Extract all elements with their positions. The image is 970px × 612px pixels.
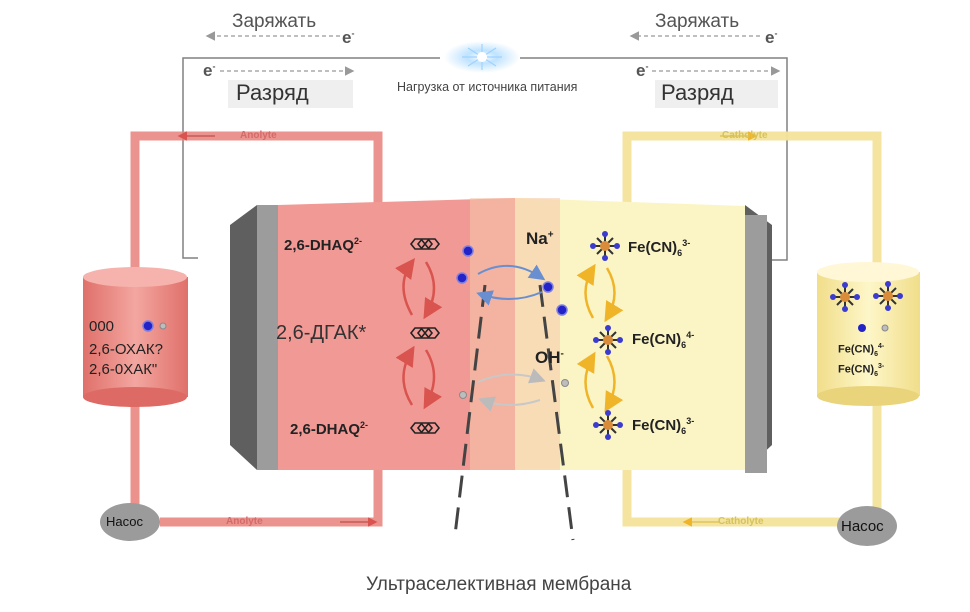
catholyte-label-bottom: Catholyte (718, 516, 764, 527)
cathode-species-middle: Fe(CN)64- (632, 330, 695, 350)
anolyte-tank-line2: 2,6-ОХАК? (89, 341, 163, 358)
anolyte-tank-line1: 000 (89, 318, 115, 335)
electron-label-charge-right: e- (765, 28, 778, 47)
anolyte-tank (83, 267, 188, 407)
sodium-ions (456, 245, 568, 316)
sodium-arrow-left (476, 290, 543, 306)
power-load-icon (444, 41, 520, 73)
anolyte-pump (100, 503, 160, 541)
hydroxide-ions (459, 379, 569, 399)
catholyte-pipe-arrows (682, 131, 758, 527)
catholyte-label-top: Catholyte (722, 130, 768, 141)
membrane-caption: Ультраселективная мембрана (366, 574, 632, 595)
ferricyanide-icons (590, 231, 623, 440)
anolyte-half-cell (278, 198, 515, 470)
membrane-line-left (453, 284, 487, 536)
power-load-label: Нагрузка от источника питания (397, 80, 578, 94)
cathode-plate (745, 215, 767, 473)
cathode-species-top: Fe(CN)63- (628, 238, 691, 258)
discharge-label-left: Разряд (236, 80, 309, 105)
anolyte-tank-ion-icons (142, 320, 167, 332)
anolyte-label-top: Anolyte (240, 130, 277, 141)
anode-plate (257, 205, 278, 470)
catholyte-pump-label: Насос (841, 518, 884, 535)
anolyte-pipes (130, 131, 383, 527)
charge-label-right: Заряжать (655, 11, 740, 32)
catholyte-tank (817, 262, 920, 406)
catholyte-tank-icons (830, 281, 903, 332)
anode-species-top: 2,6-DHAQ2- (284, 236, 363, 254)
membrane-line-right (538, 284, 575, 541)
external-circuit (182, 57, 788, 261)
sodium-arrow-right (477, 264, 546, 281)
anode-species-bottom: 2,6-DHAQ2- (290, 420, 369, 438)
hydroxide-arrow-left (478, 396, 541, 412)
anode-redox-arrows (395, 257, 443, 410)
sodium-ion-label: Na+ (526, 229, 554, 248)
cathode-redox-arrows (576, 263, 624, 413)
catholyte-tank-line1: Fe(CN)64- (838, 343, 885, 358)
catholyte-half-cell (515, 198, 745, 470)
anode-plate-face (230, 205, 257, 470)
electron-label-discharge-left: e- (203, 61, 216, 80)
discharge-label-bg-right (655, 80, 778, 108)
catholyte-tank-line2: Fe(CN)63- (838, 363, 885, 378)
anolyte-pipe-arrows (177, 131, 378, 527)
discharge-label-bg-left (228, 80, 353, 108)
charge-label-left: Заряжать (232, 11, 317, 32)
electron-label-charge-left: e- (342, 28, 355, 47)
anolyte-pump-label: Насос (106, 514, 143, 529)
anolyte-label-bottom: Anolyte (226, 516, 263, 527)
catholyte-pump (837, 506, 897, 546)
hydroxide-arrow-right (477, 368, 546, 384)
cathode-species-bottom: Fe(CN)63- (632, 416, 695, 436)
hydroxide-ion-label: OH- (535, 348, 564, 367)
anode-species-middle: 2,6-ДГАК* (276, 322, 367, 344)
anolyte-tank-line3: 2,6-0ХАК" (89, 361, 158, 378)
discharge-label-right: Разряд (661, 80, 734, 105)
electron-label-discharge-right: e- (636, 61, 649, 80)
